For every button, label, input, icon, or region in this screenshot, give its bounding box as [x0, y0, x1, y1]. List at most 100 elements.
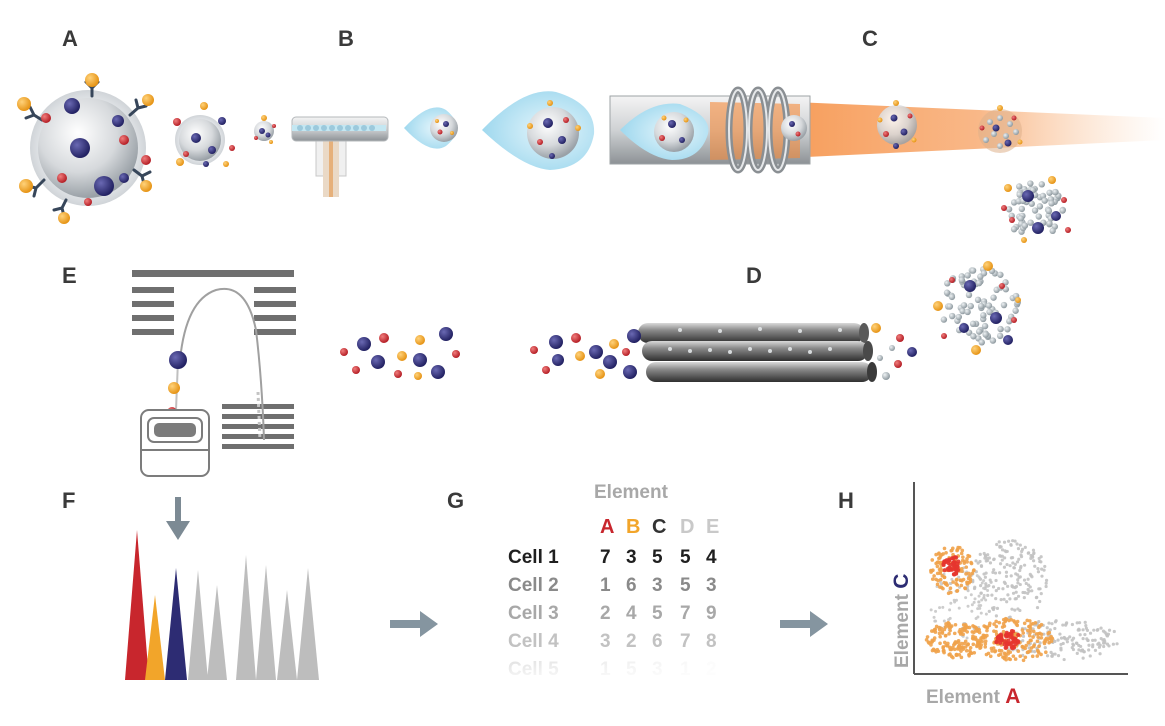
- scatter-point: [972, 600, 976, 604]
- ion: [955, 313, 963, 321]
- scatter-point: [1053, 620, 1058, 624]
- down-arrow-icon: [166, 497, 190, 540]
- ion: [1052, 188, 1059, 196]
- scatter-point: [1025, 628, 1030, 633]
- scatter-point: [982, 593, 986, 597]
- scatter-point: [1005, 633, 1010, 638]
- scatter-point: [1004, 570, 1009, 574]
- scatter-point: [951, 572, 956, 577]
- scatter-point: [1042, 640, 1047, 644]
- scatter-point: [1027, 646, 1031, 650]
- scatter-point: [1085, 628, 1090, 632]
- scatter-point: [942, 619, 946, 623]
- scatter-point: [960, 548, 965, 553]
- scatter-point: [986, 588, 990, 592]
- scatter-point: [1013, 608, 1017, 612]
- scatter-point: [1009, 542, 1013, 547]
- scatter-point: [1062, 657, 1066, 662]
- scatter-point: [1044, 584, 1048, 589]
- scatter-point: [1033, 564, 1037, 568]
- table-cell: 5: [652, 547, 663, 568]
- spectrum-peak: [165, 568, 187, 680]
- scatter-point: [1097, 641, 1101, 645]
- scatter-point: [955, 548, 959, 553]
- scatter-point: [1038, 599, 1042, 604]
- scatter-point: [946, 591, 951, 596]
- scatter-point: [988, 561, 993, 565]
- scatter-point: [947, 618, 951, 622]
- scatter-point: [995, 542, 999, 547]
- scatter-point: [1047, 630, 1052, 635]
- scatter-point: [1000, 554, 1004, 558]
- scatter-point: [990, 593, 994, 597]
- scatter-point: [985, 628, 989, 633]
- table-cell: 6: [652, 631, 663, 652]
- ion: [948, 312, 956, 320]
- spectrum-peaks: [125, 530, 319, 680]
- scatter-point: [956, 545, 960, 550]
- ion: [1059, 207, 1066, 214]
- scatter-point: [997, 540, 1001, 544]
- scatter-point: [960, 569, 964, 574]
- scatter-point: [1039, 632, 1044, 637]
- scatter-point: [1002, 565, 1007, 569]
- scatter-point: [991, 585, 996, 589]
- table-column-header: A: [600, 516, 614, 538]
- ion: [940, 316, 948, 323]
- scatter-point: [957, 653, 962, 657]
- scatter-point: [958, 578, 963, 582]
- scatter-point: [958, 632, 963, 636]
- ion-cloud-lower: [933, 261, 1021, 355]
- ion: [974, 296, 982, 304]
- scatter-point: [954, 567, 959, 572]
- ion: [997, 271, 1004, 278]
- table-column-header: E: [706, 516, 719, 538]
- scatter-point: [1029, 553, 1033, 558]
- scatter-point: [1035, 595, 1039, 599]
- ion: [970, 333, 977, 340]
- ion-cloud-upper: [1001, 176, 1071, 243]
- scatter-point: [973, 637, 977, 641]
- ion: [1010, 225, 1018, 233]
- scatter-point: [992, 629, 996, 633]
- labeled-ion: [1048, 176, 1056, 184]
- scatter-point: [973, 597, 977, 601]
- scatter-point: [964, 565, 969, 569]
- scatter-point: [934, 609, 938, 613]
- scatter-point: [1002, 580, 1007, 584]
- scatter-point: [948, 625, 953, 630]
- scatter-point: [977, 627, 981, 632]
- scatter-point: [1029, 646, 1034, 650]
- ion-flight-path-dashed: [256, 391, 262, 441]
- scatter-point: [1024, 643, 1028, 648]
- table-cell: 3: [626, 547, 637, 568]
- scatter-point: [963, 639, 968, 644]
- panel-label-f: F: [62, 488, 75, 513]
- labeled-ion: [983, 261, 993, 271]
- scatter-point: [1009, 644, 1014, 649]
- spectrum-peak: [256, 565, 276, 680]
- ion: [967, 302, 974, 310]
- scatter-point: [1019, 553, 1023, 557]
- scatter-point: [1001, 587, 1005, 591]
- ion: [943, 289, 951, 296]
- medium-labeled-cell: [173, 102, 235, 167]
- scatter-point: [992, 622, 996, 626]
- scatter-point: [1071, 643, 1076, 647]
- scatter-point: [1082, 650, 1086, 654]
- scatter-point: [1021, 634, 1026, 638]
- ion: [1036, 203, 1044, 210]
- scatter-point: [957, 575, 961, 579]
- scatter-point: [998, 640, 1003, 645]
- scatter-point: [1003, 645, 1008, 650]
- spectrum-peak: [145, 595, 165, 680]
- ion: [978, 339, 986, 346]
- scatter-point: [1002, 642, 1007, 647]
- scatter-point: [1061, 623, 1065, 627]
- scatter-point: [1056, 638, 1060, 642]
- scatter-point: [1002, 639, 1007, 644]
- scatter-point: [979, 591, 983, 595]
- table-row-label: Cell 3: [508, 603, 559, 624]
- scatter-point: [984, 612, 988, 616]
- scatter-point: [1044, 636, 1049, 641]
